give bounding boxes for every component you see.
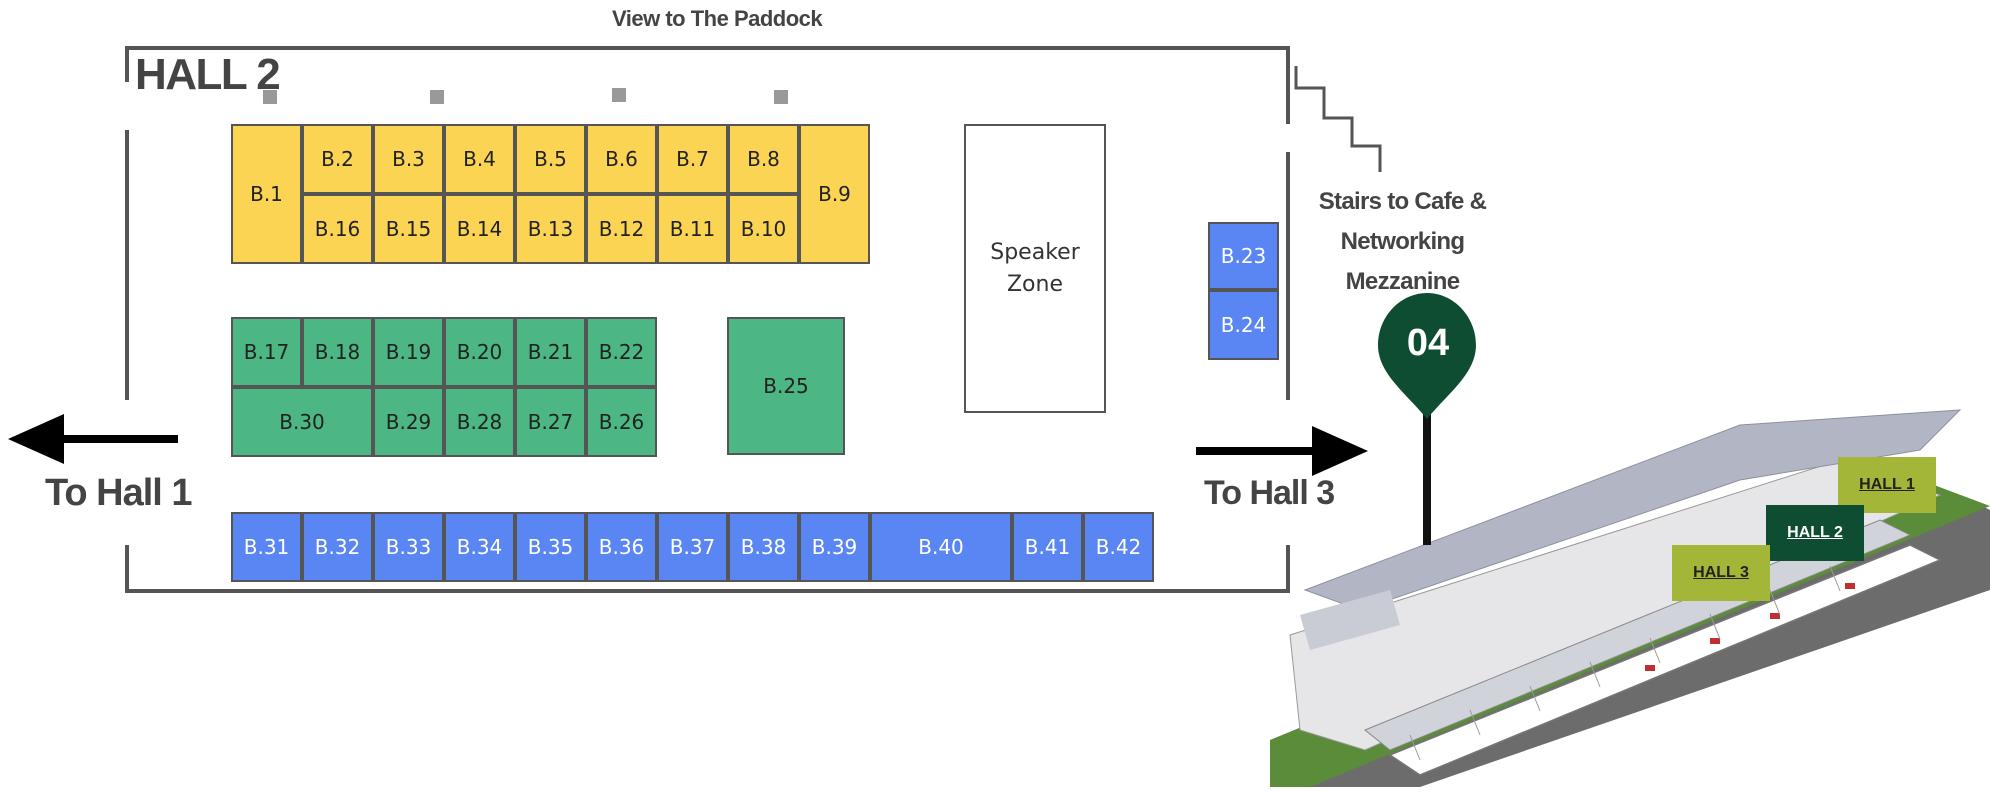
wall-right-mid [1286, 152, 1290, 400]
venue-overview-map: 04 East Side HALL 1 HALL 2 HALL 3 [1270, 290, 1990, 787]
wall-left-top [125, 46, 129, 82]
booth-b-21[interactable]: B.21 [515, 317, 586, 387]
wall-top [125, 46, 1290, 50]
booth-b-10[interactable]: B.10 [728, 194, 799, 264]
booth-b-12[interactable]: B.12 [586, 194, 657, 264]
vent-marker [612, 88, 626, 102]
booth-b-19[interactable]: B.19 [373, 317, 444, 387]
booth-b-31[interactable]: B.31 [231, 512, 302, 582]
booth-b-5[interactable]: B.5 [515, 124, 586, 194]
booth-b-17[interactable]: B.17 [231, 317, 302, 387]
booth-b-37[interactable]: B.37 [657, 512, 728, 582]
booth-b-13[interactable]: B.13 [515, 194, 586, 264]
venue-illustration [1270, 293, 1990, 787]
booth-b-34[interactable]: B.34 [444, 512, 515, 582]
stairs-icon [1294, 66, 1382, 172]
booth-b-22[interactable]: B.22 [586, 317, 657, 387]
booth-b-2[interactable]: B.2 [302, 124, 373, 194]
wall-right-bottom [1286, 545, 1290, 592]
booth-b-33[interactable]: B.33 [373, 512, 444, 582]
booth-b-25[interactable]: B.25 [727, 317, 845, 455]
booth-b-26[interactable]: B.26 [586, 387, 657, 457]
stairs-label: Stairs to Cafe & Networking Mezzanine [1318, 188, 1487, 295]
vent-marker [774, 90, 788, 104]
booth-b-7[interactable]: B.7 [657, 124, 728, 194]
booth-b-39[interactable]: B.39 [799, 512, 870, 582]
hall-1-tag[interactable]: HALL 1 [1838, 457, 1936, 513]
booth-b-32[interactable]: B.32 [302, 512, 373, 582]
wall-left-bottom [125, 545, 129, 592]
booth-b-38[interactable]: B.38 [728, 512, 799, 582]
view-to-paddock-label: View to The Paddock [612, 6, 823, 31]
booth-b-36[interactable]: B.36 [586, 512, 657, 582]
booth-b-4[interactable]: B.4 [444, 124, 515, 194]
booth-b-28[interactable]: B.28 [444, 387, 515, 457]
booth-b-42[interactable]: B.42 [1083, 512, 1154, 582]
hall-3-tag[interactable]: HALL 3 [1672, 545, 1770, 601]
to-hall-1-label[interactable]: To Hall 1 [45, 472, 193, 514]
booth-b-41[interactable]: B.41 [1012, 512, 1083, 582]
booth-b-9[interactable]: B.9 [799, 124, 870, 264]
hall-2-tag[interactable]: HALL 2 [1766, 505, 1864, 561]
booth-b-23[interactable]: B.23 [1208, 222, 1279, 290]
booth-b-1[interactable]: B.1 [231, 124, 302, 264]
booth-b-15[interactable]: B.15 [373, 194, 444, 264]
wall-bottom [125, 589, 1290, 593]
booth-b-29[interactable]: B.29 [373, 387, 444, 457]
booth-b-40[interactable]: B.40 [870, 512, 1012, 582]
wall-left-mid [125, 130, 129, 400]
booth-b-8[interactable]: B.8 [728, 124, 799, 194]
booth-b-30[interactable]: B.30 [231, 387, 373, 457]
arrow-right-icon[interactable] [1196, 424, 1368, 478]
arrow-left-icon[interactable] [8, 412, 180, 466]
booth-b-18[interactable]: B.18 [302, 317, 373, 387]
wall-right-top [1286, 46, 1290, 124]
location-pin-number: 04 [1406, 322, 1450, 364]
vent-marker [430, 90, 444, 104]
booth-b-27[interactable]: B.27 [515, 387, 586, 457]
vent-marker [263, 90, 277, 104]
booth-b-6[interactable]: B.6 [586, 124, 657, 194]
booth-b-24[interactable]: B.24 [1208, 290, 1279, 360]
booth-b-11[interactable]: B.11 [657, 194, 728, 264]
booth-b-35[interactable]: B.35 [515, 512, 586, 582]
booth-b-3[interactable]: B.3 [373, 124, 444, 194]
booth-b-20[interactable]: B.20 [444, 317, 515, 387]
booth-b-14[interactable]: B.14 [444, 194, 515, 264]
hall-title: HALL 2 [135, 50, 281, 99]
booth-b-16[interactable]: B.16 [302, 194, 373, 264]
to-hall-3-label[interactable]: To Hall 3 [1204, 474, 1335, 512]
speaker-zone[interactable]: Speaker Zone [964, 124, 1106, 413]
